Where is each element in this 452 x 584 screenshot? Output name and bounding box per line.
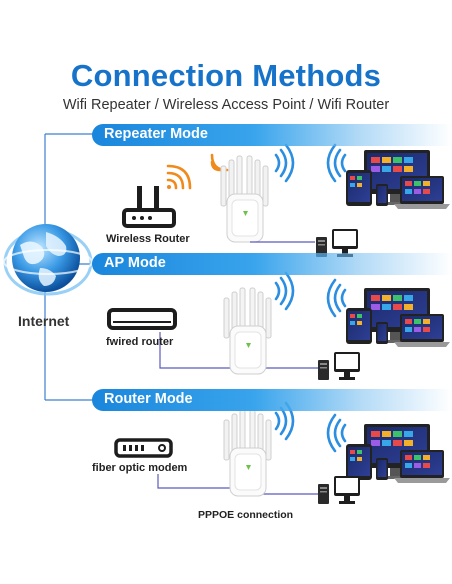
wireless-router-icon bbox=[122, 186, 176, 228]
wifi-icon bbox=[326, 413, 347, 453]
ethernet-line bbox=[257, 468, 320, 495]
page-title: Connection Methods bbox=[70, 58, 382, 93]
wifi-icon bbox=[274, 271, 295, 311]
wifi-orange-icon bbox=[166, 164, 192, 190]
mode-band-router: Router Mode bbox=[92, 389, 452, 411]
pppoe-label: PPPOE connection bbox=[198, 509, 294, 521]
internet-label: Internet bbox=[18, 313, 70, 329]
wifi-icon bbox=[326, 143, 347, 183]
wifi-icon bbox=[326, 278, 347, 318]
mode-label: AP Mode bbox=[104, 255, 166, 271]
page-subtitle: Wifi Repeater / Wireless Access Point / … bbox=[62, 97, 390, 113]
ethernet-line bbox=[159, 332, 320, 369]
wifi-icon bbox=[274, 143, 295, 183]
client-devices-icon bbox=[346, 150, 450, 209]
mode-band-repeater: Repeater Mode bbox=[92, 124, 452, 146]
desktop-pc-icon bbox=[318, 476, 360, 504]
fiber-modem-icon bbox=[114, 438, 173, 458]
mode-band-ap: AP Mode bbox=[92, 253, 452, 275]
client-devices-icon bbox=[346, 288, 450, 347]
device-label-wireless-router: Wireless Router bbox=[106, 233, 190, 245]
mode-label: Router Mode bbox=[104, 391, 193, 407]
repeater-device-icon bbox=[223, 409, 272, 497]
repeater-device-icon bbox=[220, 155, 269, 243]
device-label-wired-router: fwired router bbox=[106, 336, 174, 348]
globe-icon bbox=[3, 224, 93, 296]
mode-label: Repeater Mode bbox=[104, 126, 208, 142]
device-label-fiber-modem: fiber optic modem bbox=[92, 462, 188, 474]
client-devices-icon bbox=[346, 424, 450, 483]
desktop-pc-icon bbox=[318, 352, 360, 380]
repeater-device-icon bbox=[223, 287, 272, 375]
wired-router-icon bbox=[107, 308, 177, 330]
